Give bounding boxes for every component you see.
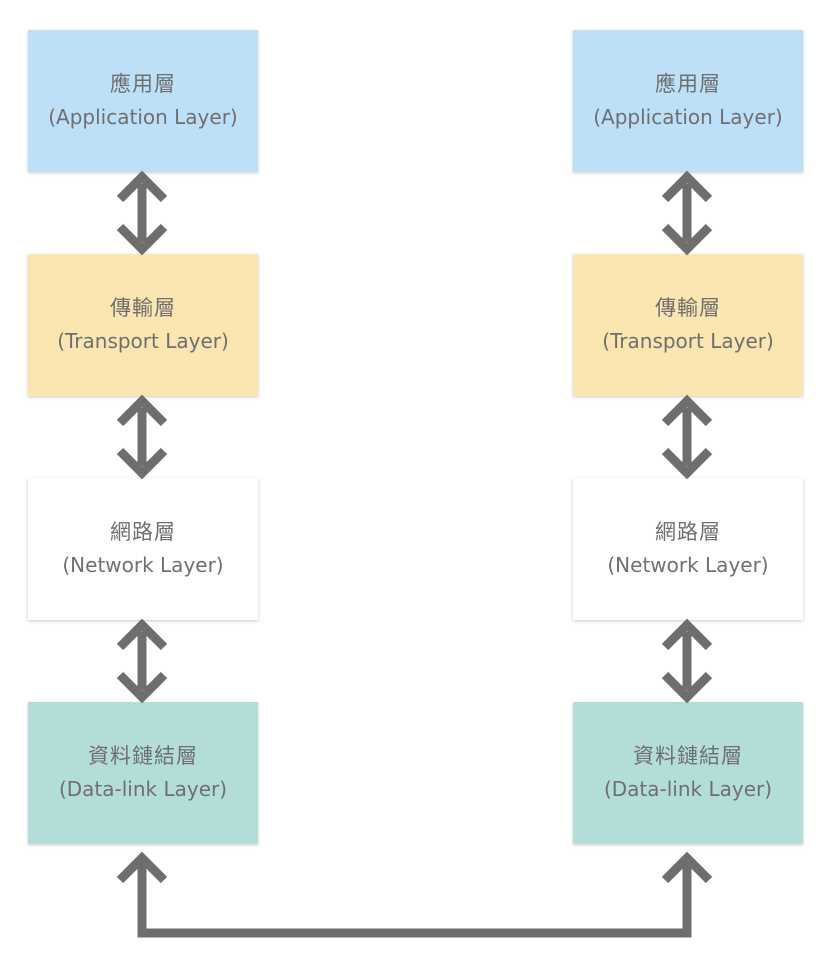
layer-name-zh: 網路層	[655, 520, 721, 544]
physical-link-arrow	[116, 851, 713, 938]
left-double-arrow-transport-network	[116, 394, 168, 480]
layer-name-en: (Network Layer)	[607, 553, 769, 577]
layer-name-en: (Transport Layer)	[602, 329, 774, 353]
right-application-layer-box: 應用層 (Application Layer)	[573, 30, 803, 172]
layer-name-zh: 傳輸層	[655, 296, 721, 320]
layer-name-en: (Application Layer)	[48, 105, 238, 129]
layer-name-zh: 資料鏈結層	[88, 744, 198, 768]
layer-name-en: (Data-link Layer)	[58, 777, 228, 801]
right-double-arrow-app-transport	[661, 170, 713, 256]
right-network-layer-box: 網路層 (Network Layer)	[573, 478, 803, 620]
layer-name-zh: 資料鏈結層	[633, 744, 743, 768]
right-transport-layer-box: 傳輸層 (Transport Layer)	[573, 254, 803, 396]
layer-name-en: (Network Layer)	[62, 553, 224, 577]
layer-name-en: (Data-link Layer)	[603, 777, 773, 801]
left-double-arrow-app-transport	[116, 170, 168, 256]
layer-name-zh: 應用層	[110, 72, 176, 96]
left-datalink-layer-box: 資料鏈結層 (Data-link Layer)	[28, 702, 258, 844]
right-double-arrow-network-datalink	[661, 618, 713, 704]
right-datalink-layer-box: 資料鏈結層 (Data-link Layer)	[573, 702, 803, 844]
layer-name-zh: 網路層	[110, 520, 176, 544]
layer-name-zh: 傳輸層	[110, 296, 176, 320]
right-double-arrow-transport-network	[661, 394, 713, 480]
left-transport-layer-box: 傳輸層 (Transport Layer)	[28, 254, 258, 396]
layer-name-zh: 應用層	[655, 72, 721, 96]
layer-name-en: (Application Layer)	[593, 105, 783, 129]
left-double-arrow-network-datalink	[116, 618, 168, 704]
left-application-layer-box: 應用層 (Application Layer)	[28, 30, 258, 172]
layer-name-en: (Transport Layer)	[57, 329, 229, 353]
left-network-layer-box: 網路層 (Network Layer)	[28, 478, 258, 620]
